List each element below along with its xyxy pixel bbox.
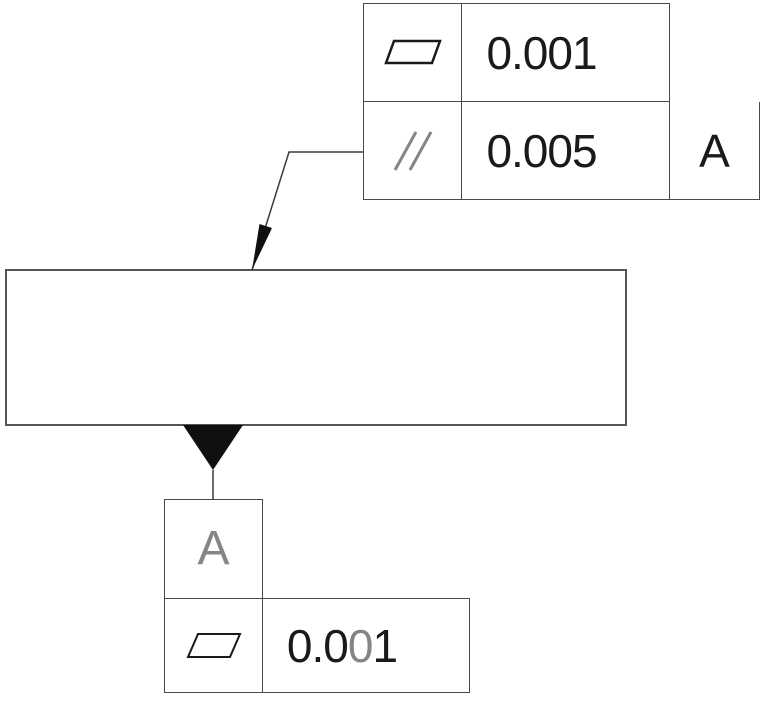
- tolerance-prefix: 0.0: [286, 619, 349, 672]
- parallelism-row: 0.005 A: [363, 102, 760, 200]
- parallelism-datum-reference: A: [670, 102, 760, 200]
- datum-label: A: [197, 522, 230, 575]
- parallelism-icon: [393, 130, 432, 171]
- tolerance-suffix: 1: [372, 619, 398, 672]
- leader-line: [251, 151, 363, 271]
- flatness-symbol-cell: [363, 3, 462, 102]
- parallelism-tolerance-value: 0.005: [462, 102, 670, 200]
- leader-arrowhead-icon: [252, 224, 272, 270]
- datum-triangle-icon: [183, 425, 243, 470]
- top-feature-control-frame: 0.001 0.005 A: [363, 3, 760, 200]
- datum-feature-box: A: [164, 499, 263, 599]
- flatness-icon: [383, 39, 442, 64]
- tolerance-gray-digit: 0: [347, 619, 374, 672]
- flatness-tolerance-value: 0.001: [462, 3, 670, 102]
- bottom-flatness-symbol-cell: [164, 598, 263, 693]
- part-surface-rectangle: [5, 269, 627, 426]
- flatness-icon: [185, 632, 242, 658]
- parallelism-symbol-cell: [363, 102, 462, 200]
- flatness-row: 0.001: [363, 3, 760, 102]
